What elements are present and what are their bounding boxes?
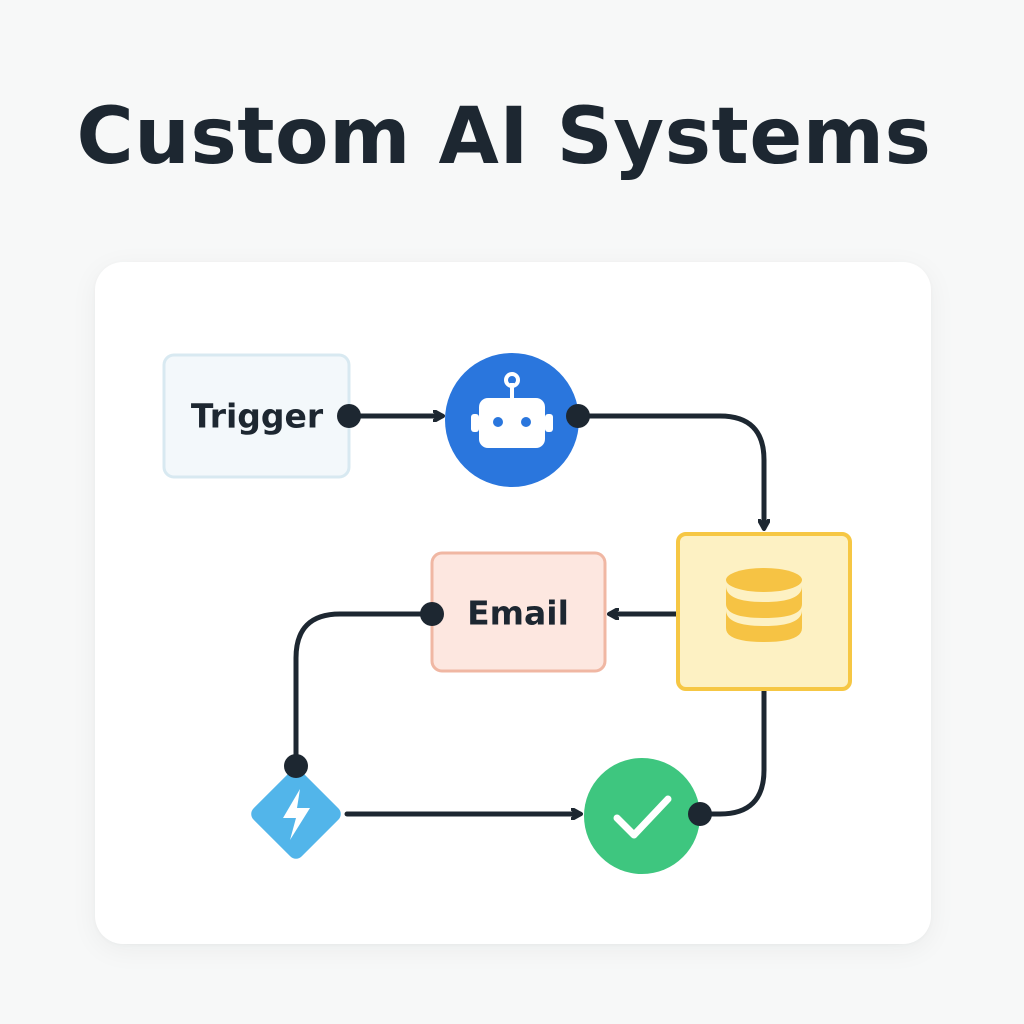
- lightning-bolt-icon: [283, 789, 310, 840]
- connector-ai-to-database: [575, 413, 764, 528]
- port-done-in[interactable]: [688, 802, 712, 826]
- port-trigger-out[interactable]: [337, 404, 361, 428]
- checkmark-icon: [613, 795, 672, 839]
- database-node[interactable]: [676, 532, 852, 691]
- email-node[interactable]: Email: [430, 551, 607, 673]
- port-email-out[interactable]: [420, 602, 444, 626]
- ai-agent-node[interactable]: [445, 353, 579, 487]
- connectors: [293, 413, 767, 817]
- page-title: Custom AI Systems: [76, 92, 932, 182]
- robot-icon: [471, 372, 553, 448]
- done-node[interactable]: [584, 758, 700, 874]
- trigger-label: Trigger: [191, 397, 324, 436]
- port-ai-out[interactable]: [566, 404, 590, 428]
- connector-database-to-done: [697, 687, 767, 817]
- email-label: Email: [467, 594, 569, 633]
- database-icon: [726, 568, 802, 642]
- connection-dots: [284, 404, 712, 826]
- trigger-node[interactable]: Trigger: [162, 353, 351, 479]
- port-action-in[interactable]: [284, 754, 308, 778]
- action-node[interactable]: [248, 766, 344, 862]
- connector-email-to-action: [293, 611, 435, 769]
